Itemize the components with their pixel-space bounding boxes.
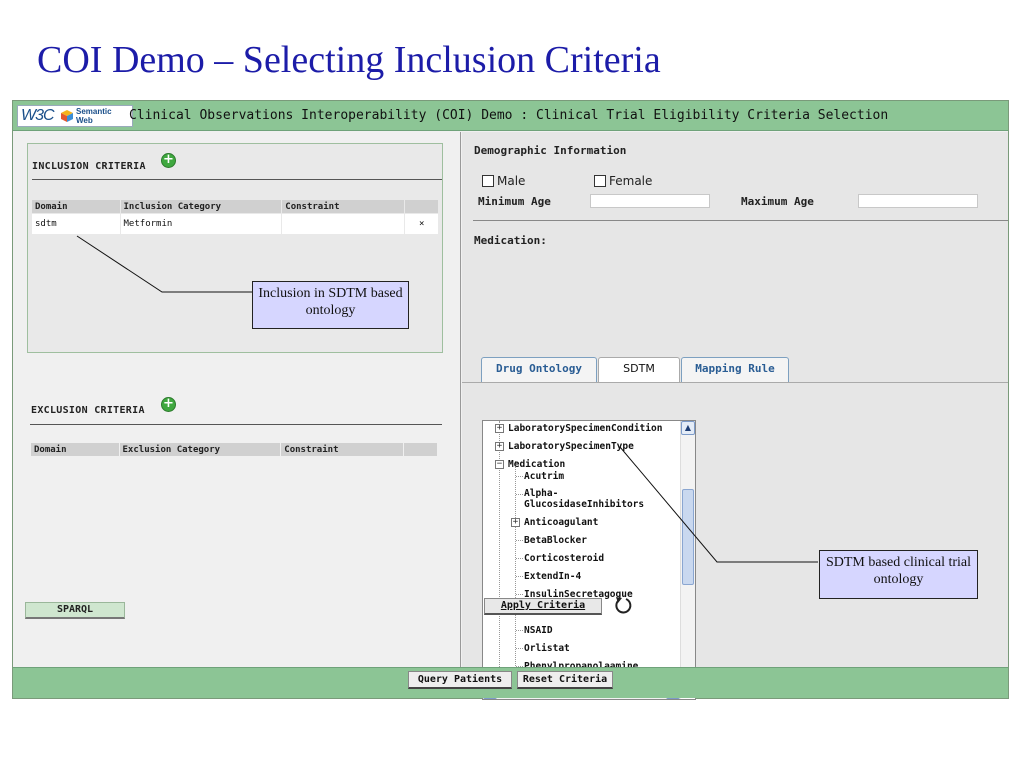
w3c-logo-text: W3C bbox=[21, 107, 55, 124]
inclusion-header-row: Domain Inclusion Category Constraint bbox=[32, 200, 438, 213]
inclusion-criteria-label: INCLUSION CRITERIA bbox=[32, 161, 146, 172]
male-checkbox[interactable] bbox=[482, 175, 494, 187]
tree-item-nsaid[interactable]: NSAID bbox=[524, 625, 553, 636]
col-inclusion-category: Inclusion Category bbox=[120, 200, 282, 213]
tree-connector bbox=[516, 540, 523, 541]
tree-connector bbox=[516, 648, 523, 649]
table-row: sdtm Metformin × bbox=[32, 214, 438, 234]
tree-item-insulin-secretagogue[interactable]: InsulinSecretagogue bbox=[524, 589, 633, 600]
tree-connector bbox=[516, 594, 523, 595]
semantic-web-logo-text: Semantic Web bbox=[76, 107, 132, 125]
delete-row-icon[interactable]: × bbox=[405, 214, 438, 234]
tab-mapping-rule[interactable]: Mapping Rule bbox=[681, 357, 789, 382]
col-exclusion-category: Exclusion Category bbox=[119, 443, 281, 456]
criteria-pane: INCLUSION CRITERIA + Domain Inclusion Ca… bbox=[13, 132, 461, 667]
demographic-heading: Demographic Information bbox=[474, 144, 627, 157]
maximum-age-input[interactable] bbox=[858, 194, 978, 208]
tree-item-label-line1: Alpha- bbox=[524, 488, 559, 499]
demographic-divider bbox=[473, 220, 1008, 221]
tree-item-label-line2: GlucosidaseInhibitors bbox=[524, 499, 645, 510]
exclusion-divider bbox=[30, 424, 442, 425]
add-exclusion-icon[interactable]: + bbox=[161, 397, 176, 412]
sdtm-ontology-tree: + LaboratorySpecimenCondition + Laborato… bbox=[482, 420, 696, 700]
inclusion-divider bbox=[32, 179, 442, 180]
minimum-age-label: Minimum Age bbox=[478, 195, 551, 208]
apply-criteria-button[interactable]: Apply Criteria bbox=[484, 598, 602, 615]
app-header-title: Clinical Observations Interoperability (… bbox=[129, 108, 889, 123]
tree-connector bbox=[516, 666, 523, 667]
tree-item-orlistat[interactable]: Orlistat bbox=[524, 643, 570, 654]
w3c-semantic-web-logo: W3C Semantic Web bbox=[17, 105, 133, 127]
tree-item-extendin-4[interactable]: ExtendIn-4 bbox=[524, 571, 582, 582]
tree-item-laboratory-specimen-type[interactable]: LaboratorySpecimenType bbox=[508, 441, 634, 452]
female-label: Female bbox=[609, 174, 653, 188]
app-footer: Query Patients Reset Criteria bbox=[13, 667, 1008, 698]
cell-domain: sdtm bbox=[32, 214, 120, 234]
col-constraint: Constraint bbox=[282, 200, 405, 213]
tree-connector bbox=[516, 576, 523, 577]
tab-sdtm[interactable]: SDTM bbox=[598, 357, 680, 383]
tree-item-medication[interactable]: Medication bbox=[508, 459, 566, 470]
col-domain: Domain bbox=[32, 200, 120, 213]
minimum-age-input[interactable] bbox=[590, 194, 710, 208]
expand-icon[interactable]: + bbox=[511, 517, 520, 527]
collapse-icon[interactable]: − bbox=[495, 459, 504, 469]
logo-line-semantic: Semantic bbox=[76, 107, 112, 116]
tree-connector bbox=[516, 494, 523, 495]
tree-guide bbox=[499, 421, 500, 671]
tab-strip-divider bbox=[462, 382, 1008, 383]
medication-heading: Medication: bbox=[474, 234, 547, 247]
col-actions bbox=[405, 200, 438, 213]
refresh-icon[interactable] bbox=[612, 594, 634, 616]
vertical-scroll-thumb[interactable] bbox=[682, 489, 694, 585]
coi-app-window: W3C Semantic Web Clinical Observations I… bbox=[12, 100, 1009, 700]
app-header: W3C Semantic Web Clinical Observations I… bbox=[13, 101, 1008, 131]
semantic-web-cube-icon bbox=[61, 110, 73, 122]
tree-item-laboratory-specimen-condition[interactable]: LaboratorySpecimenCondition bbox=[508, 423, 663, 434]
sparql-button[interactable]: SPARQL bbox=[25, 602, 125, 619]
col-constraint: Constraint bbox=[281, 443, 404, 456]
slide-title: COI Demo – Selecting Inclusion Criteria bbox=[37, 39, 661, 81]
tab-drug-ontology[interactable]: Drug Ontology bbox=[481, 357, 597, 382]
tree-connector bbox=[516, 630, 523, 631]
female-checkbox[interactable] bbox=[594, 175, 606, 187]
tree-item-corticosteroid[interactable]: Corticosteroid bbox=[524, 553, 605, 564]
tree-vertical-scrollbar[interactable]: ▲ ▼ bbox=[680, 421, 695, 685]
expand-icon[interactable]: + bbox=[495, 423, 504, 433]
tree-connector bbox=[516, 476, 523, 477]
cell-category: Metformin bbox=[120, 214, 282, 234]
male-label: Male bbox=[497, 174, 526, 188]
exclusion-header-row: Domain Exclusion Category Constraint bbox=[31, 443, 437, 456]
exclusion-criteria-label: EXCLUSION CRITERIA bbox=[31, 405, 145, 416]
inclusion-callout: Inclusion in SDTM based ontology bbox=[252, 281, 409, 329]
tree-guide bbox=[515, 461, 516, 666]
tree-item-alpha-glucosidase[interactable]: Alpha- GlucosidaseInhibitors bbox=[524, 488, 644, 510]
col-domain: Domain bbox=[31, 443, 119, 456]
inclusion-table: Domain Inclusion Category Constraint sdt… bbox=[31, 199, 439, 235]
query-patients-button[interactable]: Query Patients bbox=[408, 671, 512, 689]
expand-icon[interactable]: + bbox=[495, 441, 504, 451]
sdtm-callout-text: SDTM based clinical trial ontology bbox=[825, 555, 972, 587]
tree-item-acutrim[interactable]: Acutrim bbox=[524, 471, 565, 482]
sdtm-callout: SDTM based clinical trial ontology bbox=[819, 550, 978, 599]
maximum-age-label: Maximum Age bbox=[741, 195, 814, 208]
reset-criteria-button[interactable]: Reset Criteria bbox=[517, 671, 613, 689]
tree-connector bbox=[516, 558, 523, 559]
tree-item-anticoagulant[interactable]: Anticoagulant bbox=[524, 517, 599, 528]
exclusion-table: Domain Exclusion Category Constraint bbox=[30, 442, 438, 457]
scroll-up-icon[interactable]: ▲ bbox=[681, 421, 695, 435]
tree-item-phenylpropanolaamine[interactable]: Phenylpropanolaamine bbox=[524, 661, 638, 672]
cell-constraint[interactable] bbox=[282, 214, 405, 234]
add-inclusion-icon[interactable]: + bbox=[161, 153, 176, 168]
logo-line-web: Web bbox=[76, 116, 93, 125]
col-actions bbox=[404, 443, 437, 456]
tree-item-betablocker[interactable]: BetaBlocker bbox=[524, 535, 587, 546]
